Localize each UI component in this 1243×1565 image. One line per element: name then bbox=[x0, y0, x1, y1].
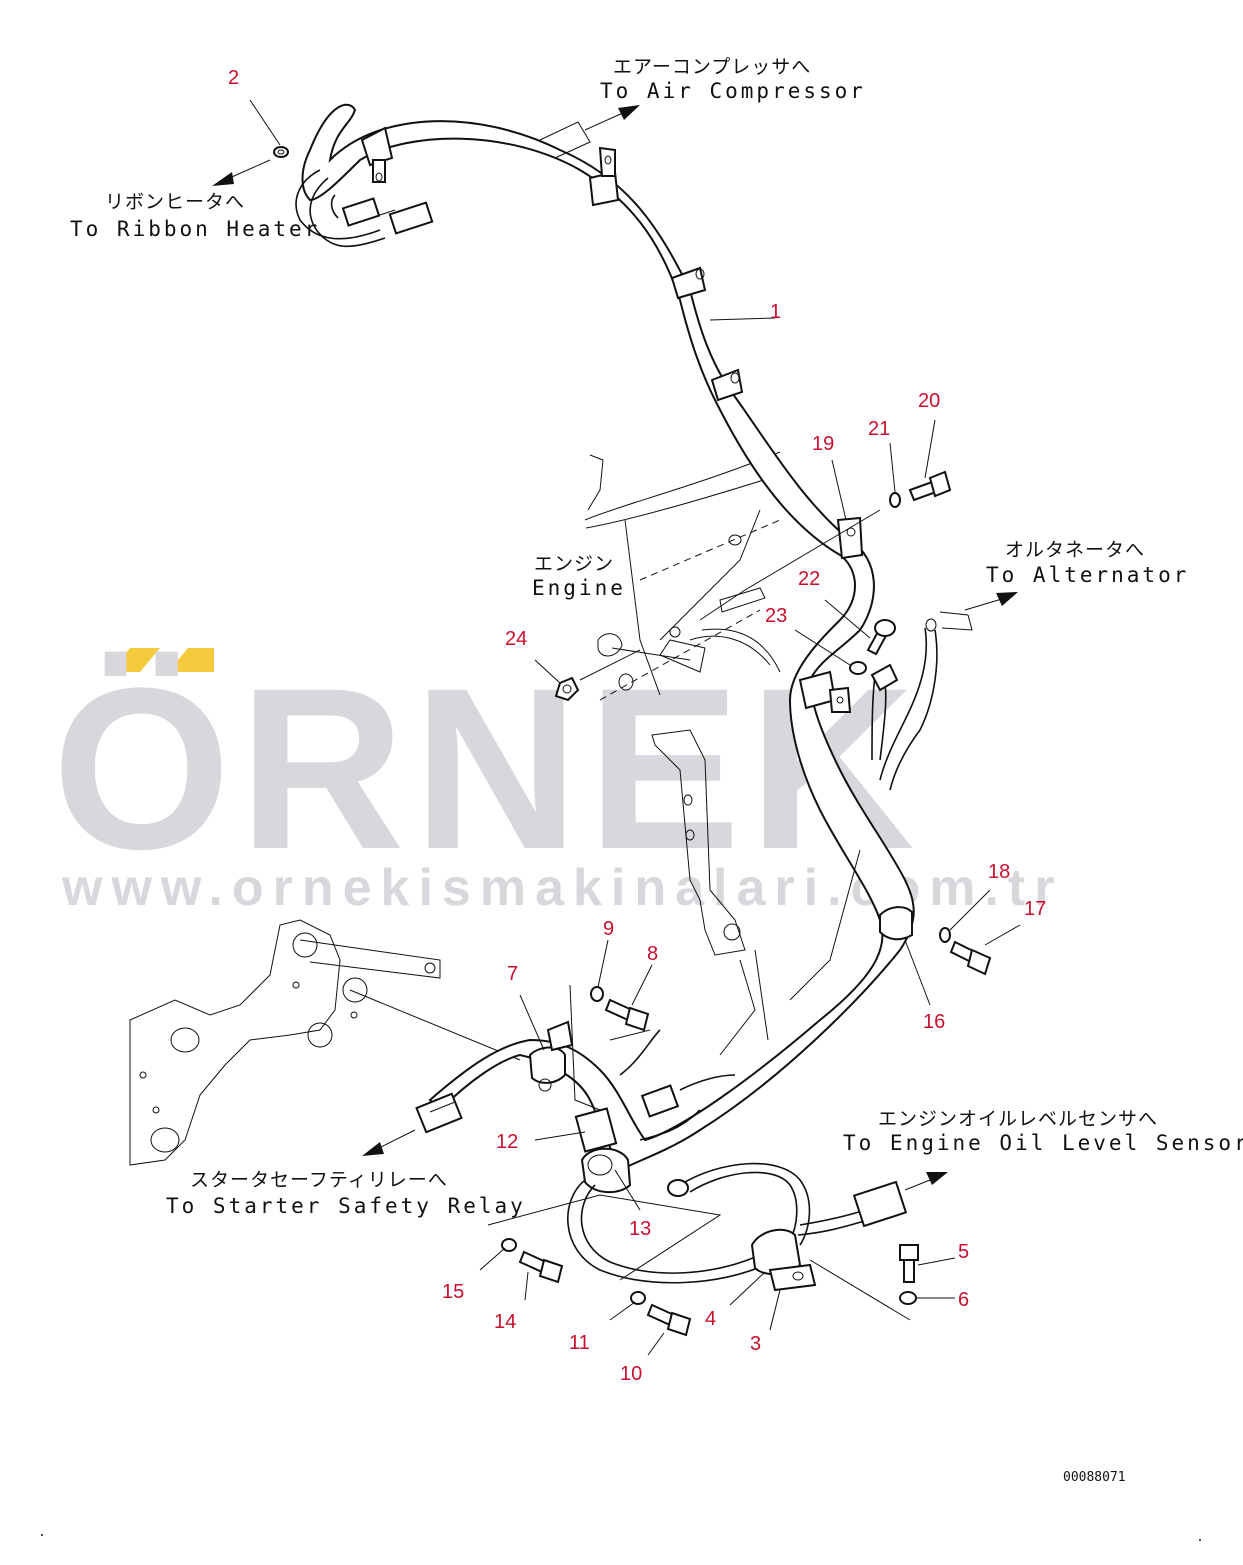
callout-2[interactable]: 2 bbox=[228, 67, 239, 89]
callout-24[interactable]: 24 bbox=[505, 628, 527, 650]
callout-5[interactable]: 5 bbox=[958, 1241, 969, 1263]
callout-23[interactable]: 23 bbox=[765, 605, 787, 627]
callout-9[interactable]: 9 bbox=[603, 918, 614, 940]
callout-18[interactable]: 18 bbox=[988, 861, 1010, 883]
air-compressor-label-jp: エアーコンプレッサへ bbox=[613, 56, 811, 78]
corner-mark bbox=[41, 1534, 43, 1536]
callout-14[interactable]: 14 bbox=[494, 1311, 516, 1333]
corner-mark bbox=[1199, 1539, 1201, 1541]
ribbon-heater-label-en: To Ribbon Heater bbox=[70, 217, 320, 241]
watermark: ÖRNEK www.ornekismakinalari.com.tr bbox=[52, 640, 1054, 917]
callout-19[interactable]: 19 bbox=[812, 433, 834, 455]
callout-3[interactable]: 3 bbox=[750, 1333, 761, 1355]
arrow-icon bbox=[996, 592, 1018, 606]
air-compressor-label-en: To Air Compressor bbox=[600, 79, 866, 103]
callout-13[interactable]: 13 bbox=[629, 1218, 651, 1240]
callout-7[interactable]: 7 bbox=[507, 963, 518, 985]
callout-17[interactable]: 17 bbox=[1024, 898, 1046, 920]
engine-label-jp: エンジン bbox=[534, 553, 614, 575]
oil-sensor-label-en: To Engine Oil Level Sensor bbox=[843, 1131, 1243, 1155]
callout-21[interactable]: 21 bbox=[868, 418, 890, 440]
callout-12[interactable]: 12 bbox=[496, 1131, 518, 1153]
callout-10[interactable]: 10 bbox=[620, 1363, 642, 1385]
drawing-number: 00088071 bbox=[1063, 1470, 1126, 1485]
callout-20[interactable]: 20 bbox=[918, 390, 940, 412]
destination-labels: エアーコンプレッサへ To Air Compressor リボンヒータへ To … bbox=[70, 56, 1243, 1218]
alternator-label-jp: オルタネータへ bbox=[1005, 539, 1145, 561]
callout-numbers: 2 1 20 21 19 22 23 24 18 17 16 9 8 7 12 … bbox=[228, 67, 1046, 1385]
callout-16[interactable]: 16 bbox=[923, 1011, 945, 1033]
arrow-icon bbox=[618, 105, 640, 120]
wiring-harness bbox=[295, 103, 938, 1292]
oil-sensor-label-jp: エンジンオイルレベルセンサへ bbox=[878, 1108, 1158, 1130]
engine-outline bbox=[584, 451, 781, 701]
mounting-bracket bbox=[651, 729, 769, 1056]
watermark-accent-right bbox=[168, 648, 214, 672]
engine-label-en: Engine bbox=[532, 576, 626, 600]
ribbon-heater-label-jp: リボンヒータへ bbox=[105, 191, 245, 213]
arrow-icon bbox=[212, 172, 234, 186]
arrow-icon bbox=[362, 1142, 384, 1156]
starter-relay-label-en: To Starter Safety Relay bbox=[166, 1194, 526, 1218]
callout-8[interactable]: 8 bbox=[647, 943, 658, 965]
alternator-label-en: To Alternator bbox=[986, 563, 1189, 587]
callout-4[interactable]: 4 bbox=[705, 1308, 716, 1330]
callout-15[interactable]: 15 bbox=[442, 1281, 464, 1303]
arrow-icon bbox=[926, 1172, 948, 1185]
guide-lines bbox=[212, 99, 1021, 1356]
watermark-brand: ÖRNEK bbox=[52, 640, 923, 897]
starter-bracket bbox=[129, 919, 521, 1166]
callout-6[interactable]: 6 bbox=[958, 1289, 969, 1311]
watermark-accent-left bbox=[110, 648, 160, 672]
callout-11[interactable]: 11 bbox=[569, 1332, 590, 1354]
callout-1[interactable]: 1 bbox=[770, 301, 781, 323]
starter-relay-label-jp: スタータセーフティリレーへ bbox=[190, 1169, 448, 1191]
callout-22[interactable]: 22 bbox=[798, 568, 820, 590]
